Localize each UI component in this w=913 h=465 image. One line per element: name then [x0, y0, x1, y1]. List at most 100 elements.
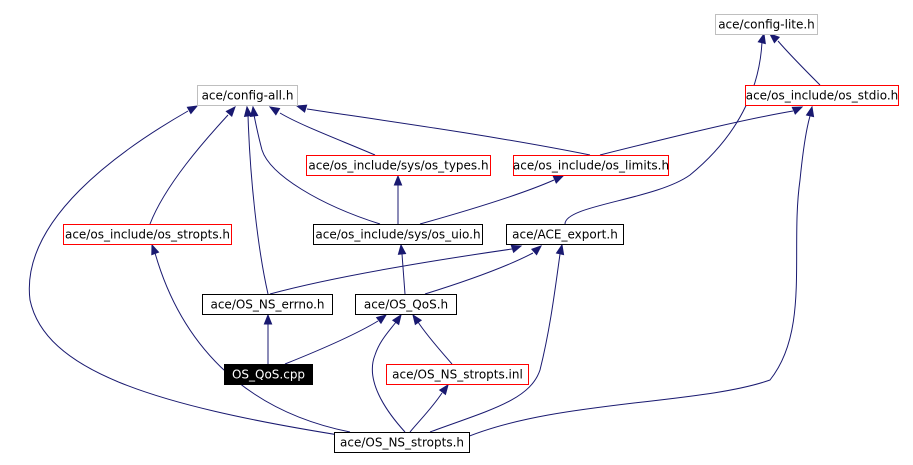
node-label: ace/os_include/os_stropts.h: [65, 228, 230, 242]
edge-os_limits-to-config_all: [295, 104, 591, 156]
node-box[interactable]: [202, 294, 333, 315]
node-box[interactable]: [63, 224, 232, 245]
node-box[interactable]: [334, 432, 470, 453]
edge-sys_uio-to-config_all: [249, 105, 381, 225]
edge-ns_stropts_h-to-os_qos_h: [371, 313, 406, 433]
edge-arrowhead: [268, 106, 281, 116]
edge-arrowhead: [391, 313, 402, 326]
node-os-stropts[interactable]: ace/os_include/os_stropts.h: [63, 224, 232, 245]
node-ns-errno[interactable]: ace/OS_NS_errno.h: [202, 294, 333, 315]
edge-line: [599, 110, 794, 156]
edge-line: [269, 248, 513, 295]
edge-ns_stropts_h-to-ace_export: [429, 243, 565, 433]
node-label: ace/os_include/os_limits.h: [513, 159, 669, 173]
edge-arrowhead: [510, 244, 523, 254]
edge-ns_errno-to-ace_export: [269, 244, 523, 295]
node-label: ace/os_include/sys/os_uio.h: [315, 228, 480, 242]
edge-ns_stropts_h-to-os_stropts: [151, 243, 351, 433]
node-ace-export[interactable]: ace/ACE_export.h: [506, 224, 624, 245]
node-os-limits[interactable]: ace/os_include/os_limits.h: [513, 155, 669, 176]
edge-ns_stropts_h-to-config_all: [28, 105, 346, 437]
edge-arrowhead: [263, 313, 273, 325]
nodes-layer: ace/config-lite.h ace/config-all.h ace/os_…: [63, 14, 899, 453]
edge-line: [777, 40, 821, 86]
node-label: ace/ACE_export.h: [512, 228, 618, 242]
edge-arrowhead: [412, 313, 423, 326]
edge-ns_stropts_inl-to-os_qos_h: [412, 313, 453, 365]
edge-line: [409, 392, 443, 433]
node-label: ace/config-all.h: [202, 89, 294, 103]
edge-ns_errno-to-config_all: [243, 105, 269, 295]
node-os-qos-cpp[interactable]: OS_QoS.cpp: [224, 364, 313, 385]
edge-sys_uio-to-os_limits: [419, 175, 565, 225]
edge-line: [154, 252, 351, 433]
edge-ace_export-to-config_lite: [564, 32, 766, 225]
edge-arrowhead: [225, 105, 236, 118]
node-box[interactable]: [313, 224, 483, 245]
node-label: ace/OS_NS_stropts.h: [340, 436, 464, 450]
node-box[interactable]: [715, 14, 818, 35]
node-label: ace/config-lite.h: [718, 18, 815, 32]
edge-arrowhead: [393, 174, 403, 186]
edge-arrowhead: [805, 105, 815, 118]
node-box[interactable]: [197, 85, 298, 106]
edge-line: [279, 112, 376, 156]
edge-arrowhead: [555, 243, 565, 256]
edge-line: [419, 179, 555, 225]
node-os-qos-h[interactable]: ace/OS_QoS.h: [355, 294, 457, 315]
edge-line: [424, 252, 534, 295]
edge-arrowhead: [186, 105, 199, 115]
edge-os_qos_h-to-sys_uio: [397, 243, 407, 295]
edge-arrowhead: [530, 245, 543, 256]
edge-arrowhead: [552, 175, 565, 184]
edge-os_qos_cpp-to-os_qos_h: [284, 314, 388, 365]
edge-line: [564, 41, 763, 225]
edge-arrowhead: [249, 105, 259, 117]
edge-sys_uio-to-sys_types: [393, 174, 403, 224]
edge-line: [253, 114, 381, 225]
node-box[interactable]: [513, 155, 669, 176]
edge-os_stropts-to-config_all: [149, 105, 236, 225]
edge-line: [247, 114, 269, 295]
edge-os_qos_h-to-ace_export: [424, 245, 543, 295]
node-box[interactable]: [224, 364, 313, 385]
node-ns-stropts-h[interactable]: ace/OS_NS_stropts.h: [334, 432, 470, 453]
edge-line: [417, 321, 453, 365]
edge-arrowhead: [438, 383, 449, 396]
edge-line: [459, 115, 811, 441]
node-box[interactable]: [386, 364, 529, 385]
node-config-lite[interactable]: ace/config-lite.h: [715, 14, 818, 35]
edge-ns_stropts_h-to-os_stdio: [459, 105, 815, 441]
edge-line: [401, 253, 406, 295]
edge-line: [149, 114, 229, 225]
node-label: ace/os_include/os_stdio.h: [746, 89, 899, 103]
edge-os_qos_cpp-to-ns_errno: [263, 313, 273, 364]
node-label: ace/os_include/sys/os_types.h: [308, 159, 488, 173]
edge-line: [429, 253, 561, 433]
edge-os_stdio-to-config_lite: [768, 33, 821, 86]
edge-line: [284, 320, 379, 365]
node-box[interactable]: [355, 294, 457, 315]
node-label: ace/OS_QoS.h: [364, 298, 448, 312]
node-sys-uio[interactable]: ace/os_include/sys/os_uio.h: [313, 224, 483, 245]
node-label: OS_QoS.cpp: [232, 368, 305, 382]
edge-line: [306, 108, 591, 156]
node-config-all[interactable]: ace/config-all.h: [197, 85, 298, 106]
node-sys-types[interactable]: ace/os_include/sys/os_types.h: [306, 155, 491, 176]
node-ns-stropts-inl[interactable]: ace/OS_NS_stropts.inl: [386, 364, 529, 385]
edge-arrowhead: [397, 243, 407, 255]
edge-arrowhead: [791, 106, 804, 115]
edge-arrowhead: [768, 33, 781, 44]
node-os-stdio[interactable]: ace/os_include/os_stdio.h: [745, 85, 899, 106]
edge-arrowhead: [151, 243, 160, 256]
edge-arrowhead: [295, 104, 308, 113]
node-box[interactable]: [745, 85, 899, 106]
edges-layer: [28, 32, 821, 441]
edge-arrowhead: [757, 32, 766, 45]
node-box[interactable]: [506, 224, 624, 245]
edge-sys_types-to-config_all: [268, 106, 376, 156]
edge-arrowhead: [375, 314, 388, 325]
node-box[interactable]: [306, 155, 491, 176]
edge-arrowhead: [243, 105, 253, 117]
